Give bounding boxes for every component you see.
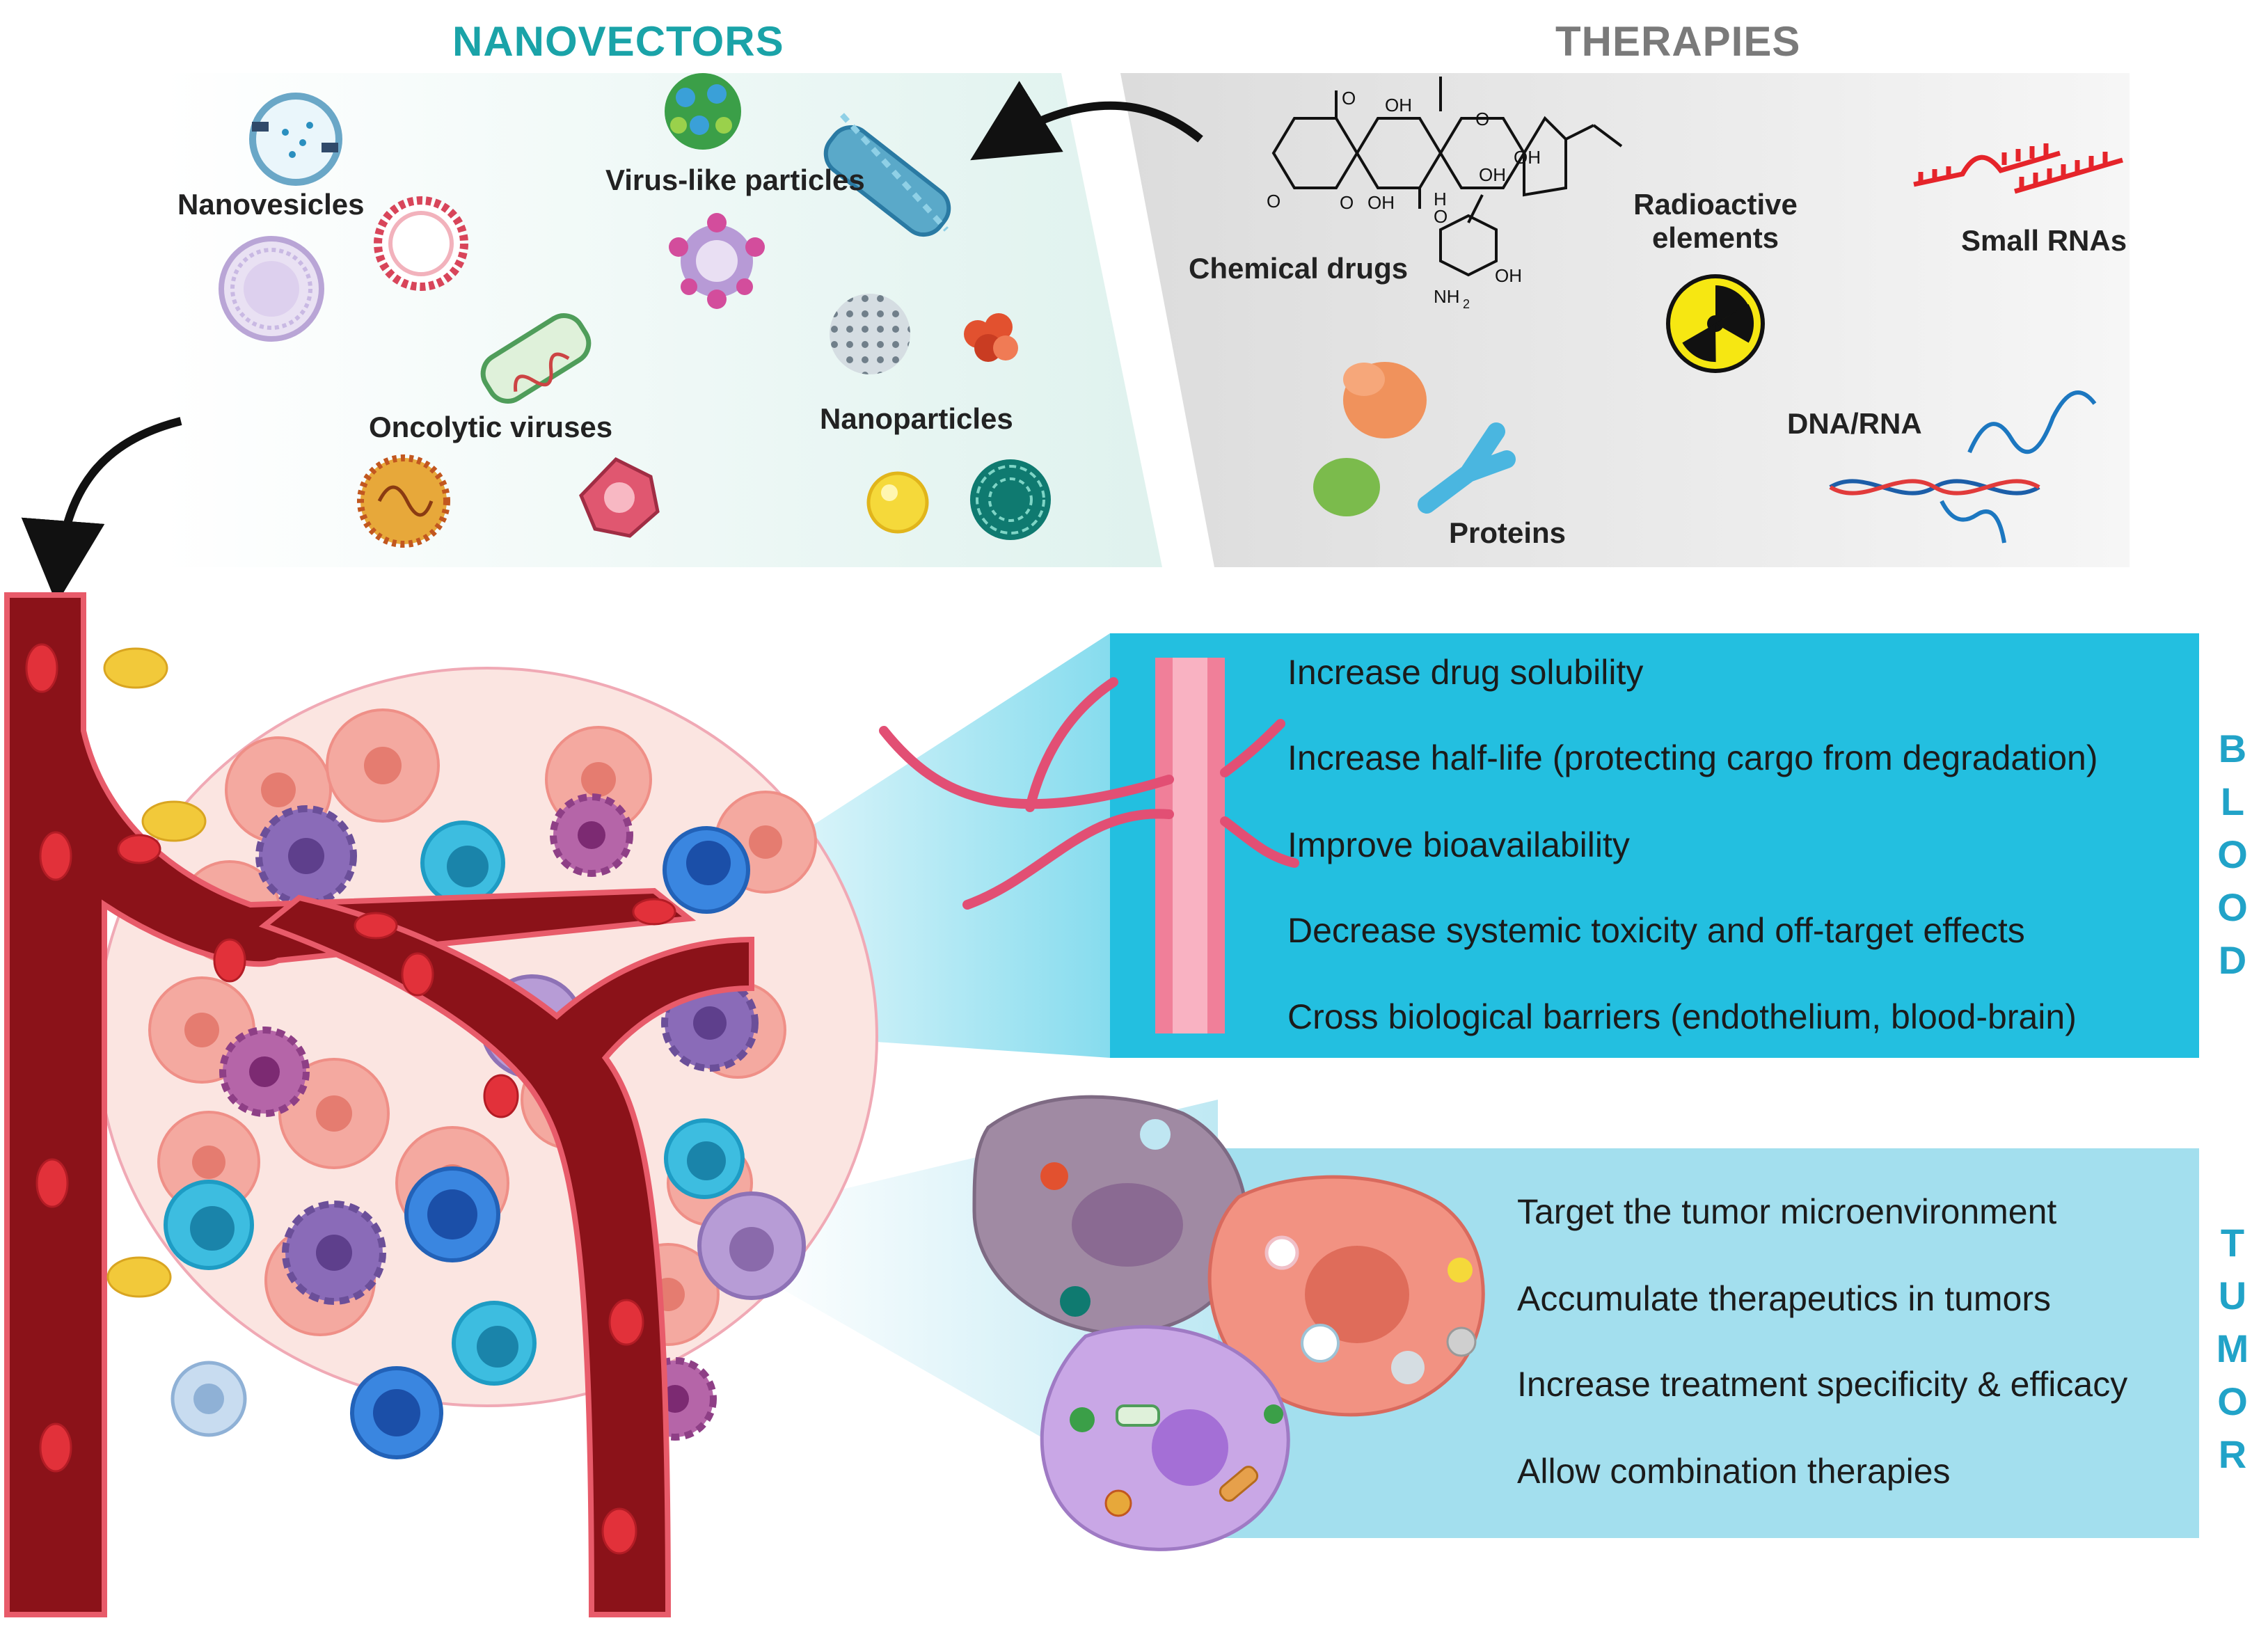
svg-text:OH: OH bbox=[1385, 95, 1412, 116]
immune-cells bbox=[219, 793, 759, 1441]
nanovesicles-label: Nanovesicles bbox=[177, 188, 365, 221]
svg-text:O: O bbox=[1475, 109, 1489, 129]
blood-side-label: B L O O D bbox=[2212, 722, 2253, 987]
tumor-letter-u: U bbox=[2218, 1274, 2247, 1317]
nanoparticle-cluster-icon bbox=[964, 313, 1018, 362]
svg-text:O: O bbox=[1342, 88, 1356, 109]
nanovectors-title: NANOVECTORS bbox=[452, 18, 784, 65]
tumor-letter-t: T bbox=[2220, 1221, 2245, 1265]
oncolytic-virus-orange-icon bbox=[357, 454, 450, 548]
filamentous-virus-icon bbox=[823, 113, 951, 237]
blood-letter-o2: O bbox=[2217, 885, 2248, 929]
blood-letter-o1: O bbox=[2217, 832, 2248, 876]
molecule-labels: O OH O OH O O OH H O OH OH NH 2 bbox=[1267, 88, 1541, 311]
blood-benefit-5: Cross biological barriers (endothelium, … bbox=[1287, 997, 2077, 1036]
svg-text:O: O bbox=[1340, 192, 1354, 213]
doxorubicin-structure-icon bbox=[1271, 77, 1623, 277]
virus-like-particles-label: Virus-like particles bbox=[605, 164, 865, 196]
oncolytic-viruses-label: Oncolytic viruses bbox=[369, 411, 613, 443]
nanovectors-to-tissue-arrow bbox=[21, 417, 182, 604]
nanoparticle-dotted-icon bbox=[830, 294, 910, 374]
svg-text:2: 2 bbox=[1463, 297, 1470, 311]
tumor-letter-r: R bbox=[2218, 1432, 2247, 1476]
tumor-benefit-3: Increase treatment specificity & efficac… bbox=[1517, 1365, 2128, 1404]
blood-letter-d: D bbox=[2218, 938, 2247, 982]
nanoparticles-label: Nanoparticles bbox=[820, 402, 1013, 435]
proteins-label: Proteins bbox=[1449, 516, 1567, 549]
tumor-benefit-2: Accumulate therapeutics in tumors bbox=[1517, 1279, 2052, 1318]
therapies-title: THERAPIES bbox=[1555, 18, 1801, 65]
svg-text:NH: NH bbox=[1434, 286, 1460, 307]
protein-orange-icon bbox=[1343, 362, 1427, 438]
tumor-benefit-1: Target the tumor microenvironment bbox=[1517, 1192, 2057, 1231]
dna-rna-icon bbox=[1829, 390, 2097, 544]
tumor-cells-zoom-icon bbox=[972, 1095, 1485, 1551]
oncolytic-virus-pink-icon bbox=[579, 457, 660, 538]
chemical-drugs-label: Chemical drugs bbox=[1189, 252, 1409, 285]
protein-green-icon bbox=[1313, 458, 1380, 516]
therapies-panel bbox=[1120, 73, 2130, 567]
lipid-vesicle-icon bbox=[374, 196, 468, 291]
blood-vessel bbox=[4, 592, 754, 1617]
tumor-benefit-4: Allow combination therapies bbox=[1517, 1452, 1951, 1491]
virus-like-particle-green-icon bbox=[665, 73, 741, 150]
radioactive-label-line1: Radioactive bbox=[1633, 188, 1798, 221]
small-rnas-label: Small RNAs bbox=[1961, 224, 2127, 257]
tumor-letter-o: O bbox=[2217, 1379, 2248, 1423]
radioactive-elements-label: Radioactive elements bbox=[1625, 188, 1806, 255]
blood-vessel-zoom-icon bbox=[879, 658, 1299, 1033]
oncolytic-virus-rod-icon bbox=[480, 313, 592, 404]
svg-text:O: O bbox=[1434, 206, 1448, 227]
therapies-to-nanovectors-arrow bbox=[970, 81, 1203, 161]
blood-benefit-4: Decrease systemic toxicity and off-targe… bbox=[1287, 911, 2025, 950]
nanoparticle-gold-icon bbox=[866, 471, 929, 534]
blood-benefit-1: Increase drug solubility bbox=[1287, 653, 1644, 692]
svg-text:OH: OH bbox=[1479, 164, 1506, 185]
svg-text:OH: OH bbox=[1514, 147, 1541, 168]
blood-letter-l: L bbox=[2220, 779, 2245, 823]
nanovesicle-icon bbox=[249, 93, 342, 186]
virus-like-particle-purple-icon bbox=[669, 213, 765, 309]
blood-panel bbox=[1110, 633, 2199, 1058]
radioactive-label-line2: elements bbox=[1651, 221, 1779, 254]
svg-text:O: O bbox=[1267, 191, 1280, 212]
blood-benefit-2: Increase half-life (protecting cargo fro… bbox=[1287, 738, 2098, 777]
svg-text:H: H bbox=[1434, 189, 1447, 209]
svg-text:OH: OH bbox=[1367, 192, 1395, 213]
blood-letter-b: B bbox=[2218, 727, 2247, 770]
svg-text:OH: OH bbox=[1495, 265, 1522, 286]
small-rna-icon bbox=[1913, 143, 2123, 194]
nanoparticle-mesh-icon bbox=[970, 459, 1051, 540]
radioactive-symbol-icon bbox=[1666, 274, 1765, 373]
dna-rna-label: DNA/RNA bbox=[1787, 407, 1922, 440]
tumor-side-label: T U M O R bbox=[2212, 1217, 2253, 1481]
blood-benefit-3: Improve bioavailability bbox=[1287, 825, 1630, 864]
pericytes bbox=[103, 647, 207, 1298]
antibody-protein-icon bbox=[1418, 422, 1516, 514]
tumor-letter-m: M bbox=[2216, 1326, 2249, 1370]
liposome-icon bbox=[219, 236, 324, 342]
